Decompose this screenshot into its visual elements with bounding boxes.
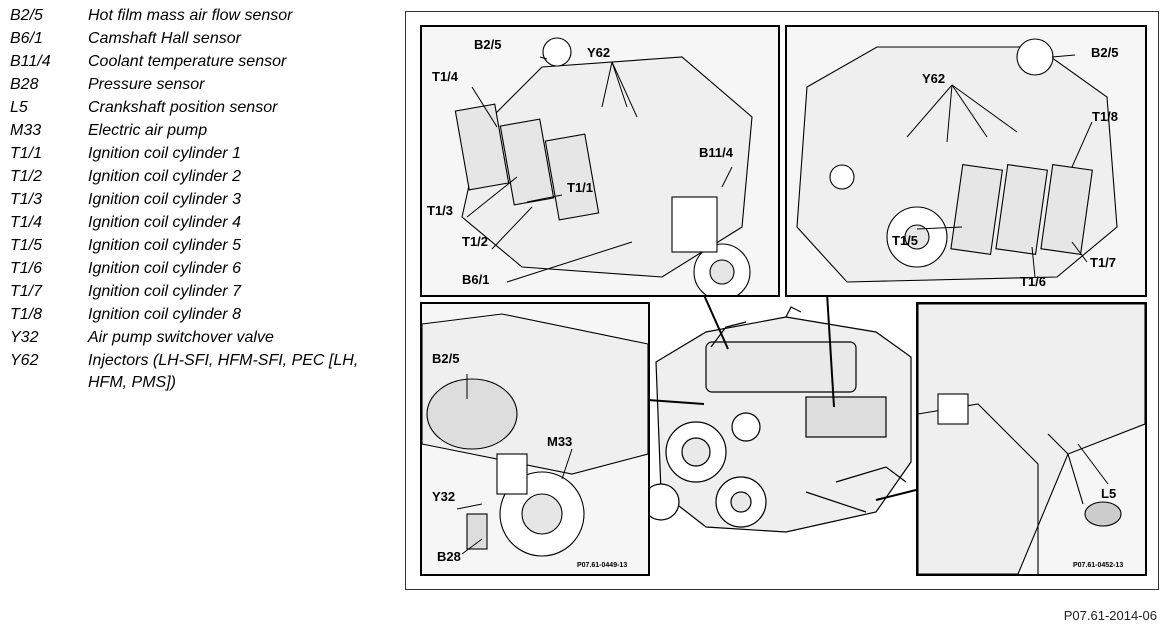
legend-row: T1/7 Ignition coil cylinder 7 [10,281,395,304]
callout-label: B2/5 [432,351,460,366]
legend-row: B11/4 Coolant temperature sensor [10,51,395,74]
legend-description: Injectors (LH-SFI, HFM-SFI, PEC [LH, HFM… [88,352,359,391]
legend-row: Y32 Air pump switchover valve [10,327,395,350]
legend-row: B6/1 Camshaft Hall sensor [10,28,395,51]
legend-description: Electric air pump [88,122,208,139]
callout-label: T1/2 [462,234,489,249]
legend-code: T1/5 [10,237,43,254]
panel-figure-code: P07.61-0449-13 [577,562,628,569]
callout-label: L5 [1101,486,1117,501]
callout-label: T1/3 [427,203,454,218]
legend-row: T1/1 Ignition coil cylinder 1 [10,143,395,166]
legend-code: B11/4 [10,53,51,70]
legend-code: T1/6 [10,260,43,277]
legend-row: L5 Crankshaft position sensor [10,97,395,120]
legend-code: B2/5 [10,7,43,24]
legend: B2/5 Hot film mass air flow sensor B6/1 Ca… [10,5,395,396]
legend-code: T1/8 [10,306,43,323]
legend-row: T1/6 Ignition coil cylinder 6 [10,258,395,281]
callout-label: Y62 [922,71,946,86]
callout-label: B2/5 [1091,45,1119,60]
cylinder-bank-left-drawing [454,37,753,295]
legend-description: Ignition coil cylinder 7 [88,283,241,300]
legend-code: M33 [10,122,42,139]
legend-row: B28 Pressure sensor [10,74,395,97]
callout-label: T1/7 [1090,255,1117,270]
engine-figure: B2/5 Y62 T1/4 B11/4 T1/3 T1/1 T1/2 B6/1 [405,11,1159,590]
legend-description: Ignition coil cylinder 6 [88,260,241,277]
legend-row: Y62 Injectors (LH-SFI, HFM-SFI, PEC [LH, … [10,350,395,396]
callout-label: B11/4 [699,145,733,160]
legend-row: B2/5 Hot film mass air flow sensor [10,5,395,28]
legend-row: T1/4 Ignition coil cylinder 4 [10,212,395,235]
legend-code: Y62 [10,352,39,369]
legend-code: Y32 [10,329,39,346]
legend-code: T1/1 [10,145,43,162]
callout-label: T1/4 [432,69,459,84]
callout-label: Y32 [432,489,456,504]
legend-description: Coolant temperature sensor [88,53,287,70]
legend-description: Air pump switchover valve [88,329,274,346]
legend-code: B6/1 [10,30,43,47]
callout-label: T1/6 [1020,274,1047,289]
legend-row: T1/8 Ignition coil cylinder 8 [10,304,395,327]
cylinder-bank-right-drawing [796,38,1118,283]
legend-code: T1/3 [10,191,43,208]
legend-description: Ignition coil cylinder 5 [88,237,241,254]
legend-code: T1/2 [10,168,43,185]
legend-description: Camshaft Hall sensor [88,30,241,47]
legend-description: Hot film mass air flow sensor [88,7,293,24]
legend-description: Ignition coil cylinder 3 [88,191,241,208]
legend-description: Crankshaft position sensor [88,99,278,116]
legend-row: M33 Electric air pump [10,120,395,143]
callout-label: B28 [437,549,461,564]
panel-top-left: B2/5 Y62 T1/4 B11/4 T1/3 T1/1 T1/2 B6/1 [420,25,780,297]
legend-code: L5 [10,99,28,116]
callout-label: T1/5 [892,233,919,248]
legend-description: Ignition coil cylinder 1 [88,145,241,162]
legend-row: T1/5 Ignition coil cylinder 5 [10,235,395,258]
callout-label: M33 [547,434,573,449]
air-pump-drawing [422,313,648,557]
engine-overview-drawing [642,276,917,533]
legend-code: T1/4 [10,214,43,231]
legend-row: T1/3 Ignition coil cylinder 3 [10,189,395,212]
legend-code: B28 [10,76,39,93]
crankshaft-sensor-drawing [918,304,1145,574]
legend-row: T1/2 Ignition coil cylinder 2 [10,166,395,189]
legend-description: Pressure sensor [88,76,205,93]
panel-top-right: B2/5 Y62 T1/8 T1/5 T1/7 T1/6 [785,25,1147,297]
callout-label: T1/8 [1092,109,1119,124]
callout-label: Y62 [587,45,611,60]
callout-label: B2/5 [474,37,502,52]
panel-bottom-left: B2/5 M33 Y32 B28 P07.61-0449-13 [420,302,650,576]
panel-figure-code: P07.61-0452-13 [1073,562,1124,569]
callout-label: T1/1 [567,180,594,195]
callout-label: B6/1 [462,272,490,287]
panel-bottom-right: L5 P07.61-0452-13 [916,302,1147,576]
legend-description: Ignition coil cylinder 2 [88,168,241,185]
legend-description: Ignition coil cylinder 8 [88,306,241,323]
legend-description: Ignition coil cylinder 4 [88,214,241,231]
drawing-number: P07.61-2014-06 [1063,608,1157,623]
legend-code: T1/7 [10,283,43,300]
